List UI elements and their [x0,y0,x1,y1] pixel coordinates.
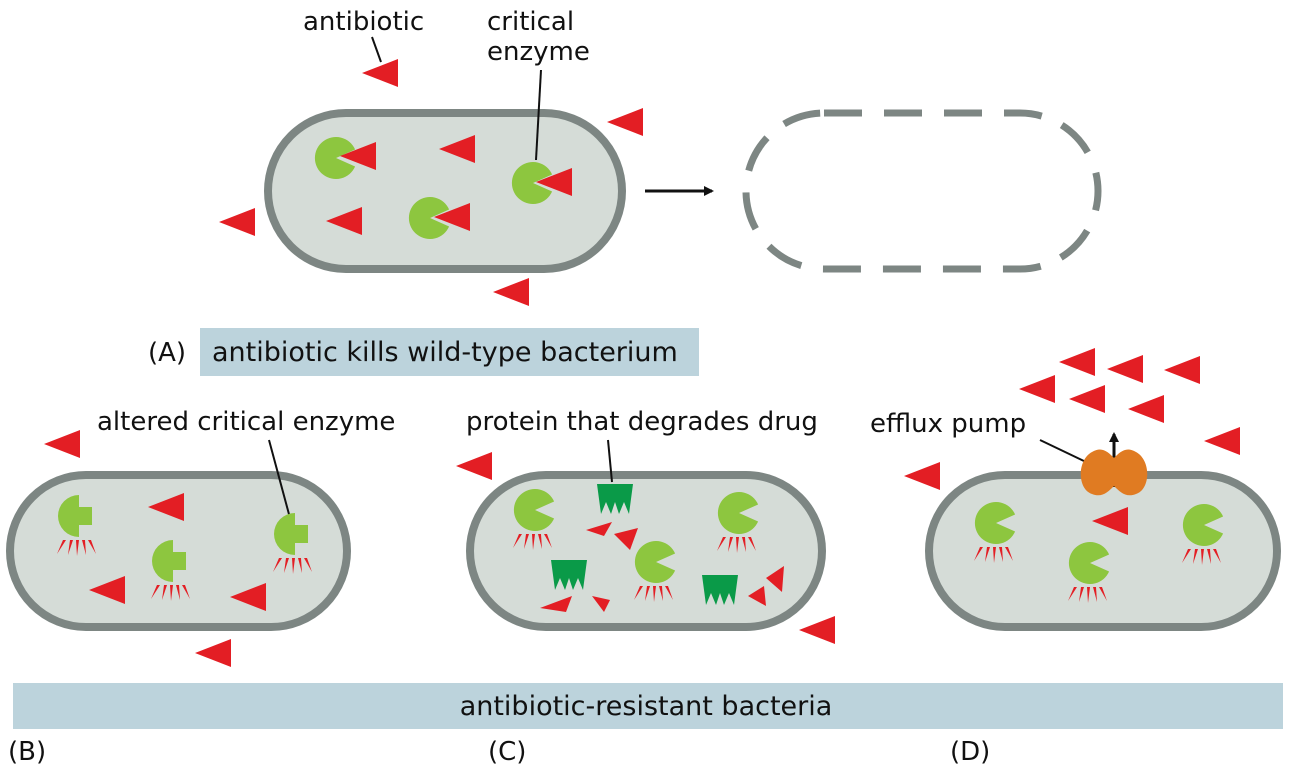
antibiotic-molecule [1059,348,1095,376]
panel-a-caption-banner [200,328,699,376]
antibiotic-molecule [904,462,940,490]
degraded-fragment [540,596,572,612]
antibiotic-leader-line [371,36,382,63]
antibiotic-molecule [1128,395,1164,423]
panel-a-caption: antibiotic kills wild-type bacterium [212,337,678,368]
dead-bacterium-outline [742,109,1102,273]
efflux-pump [1080,449,1148,496]
degraded-fragment [766,566,784,592]
panel-c-letter: (C) [488,737,526,767]
critical-enzyme-label-line1: critical [487,7,574,37]
degraded-fragment [614,528,638,550]
antibiotic-molecule [1204,427,1240,455]
degraded-fragment [748,586,766,606]
panel-b: altered critical enzyme (B) [6,407,395,767]
shared-caption: antibiotic-resistant bacteria [460,691,833,722]
altered-enzyme-leader-line [268,439,291,519]
altered-enzyme-label: altered critical enzyme [97,407,395,437]
antibiotic-molecule [1019,375,1055,403]
antibiotic-molecule [362,59,398,87]
antibiotic-molecule [607,108,643,136]
panel-c: protein that degrades drug (C) [456,407,835,767]
antibiotic-molecule [493,278,529,306]
antibiotic-molecule [1069,385,1105,413]
panel-d: efflux pump (D) [870,348,1281,767]
efflux-pump-leader-line [1039,439,1087,463]
degrading-protein-leader-line [607,439,613,483]
antibiotic-molecule [219,208,255,236]
panel-b-letter: (B) [8,737,46,767]
panel-d-letter: (D) [950,737,990,767]
antibiotic-molecule [799,616,835,644]
antibiotic-molecule [1164,356,1200,384]
antibiotic-molecule [195,639,231,667]
panel-a: antibiotic critical enzyme (A) antibioti… [148,7,1102,376]
antibiotic-molecule [44,430,80,458]
enzyme-leader-line [535,69,542,161]
antibiotic-molecule [1107,355,1143,383]
efflux-pump-label: efflux pump [870,409,1026,439]
shared-caption-banner [13,683,1283,729]
degraded-fragment [586,522,612,536]
antibiotic-label: antibiotic [303,7,424,37]
panel-a-letter: (A) [148,338,186,368]
antibiotic-molecule [456,452,492,480]
degrading-protein-label: protein that degrades drug [466,407,818,437]
degraded-fragment [592,596,610,612]
critical-enzyme-label-line2: enzyme [487,37,590,67]
